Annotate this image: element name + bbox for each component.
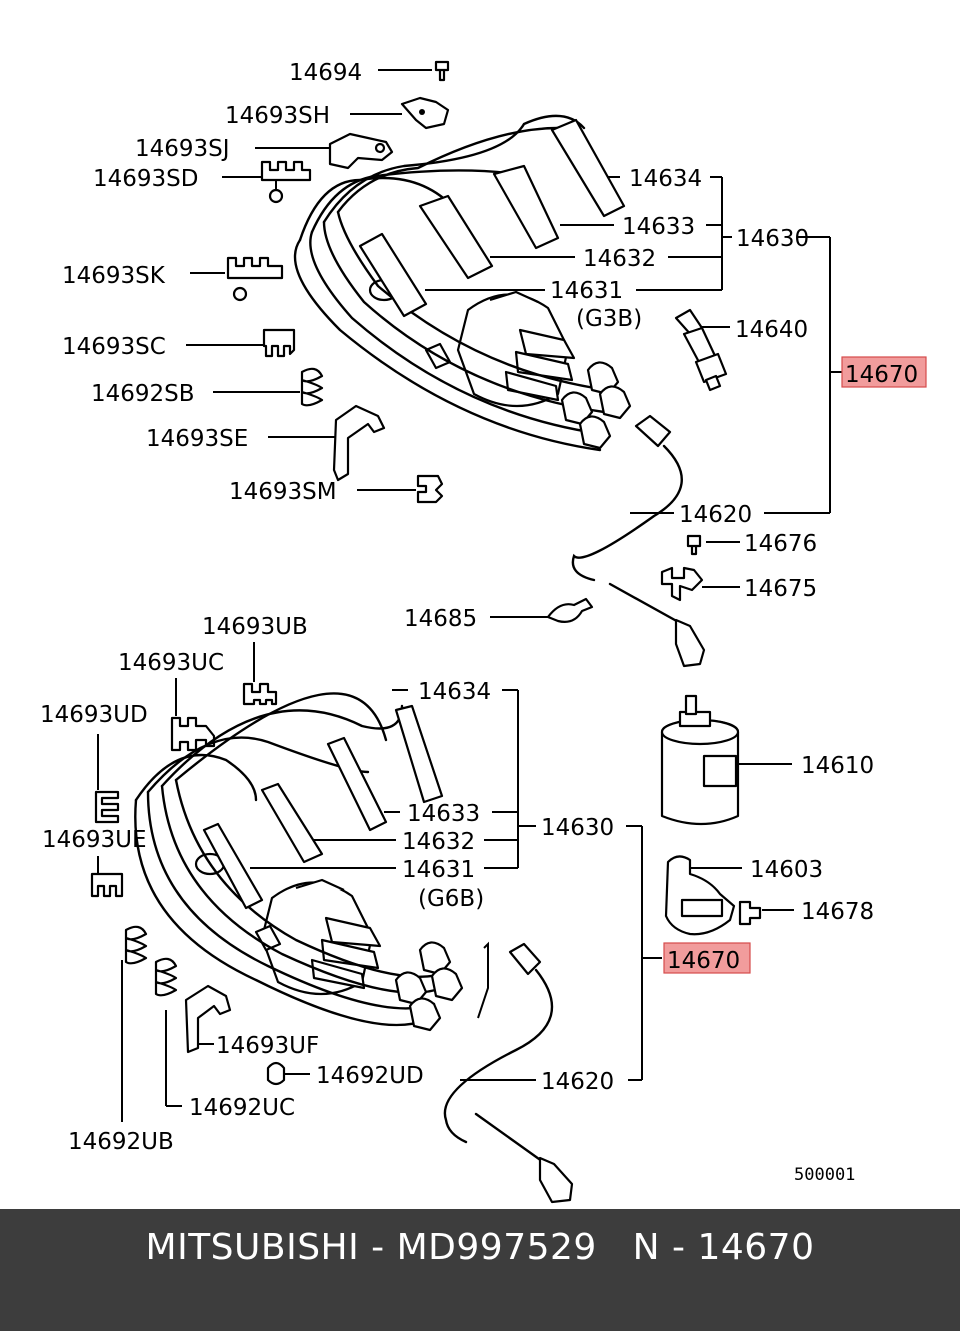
part-caption: MITSUBISHI - MD997529 N - 14670 [145,1227,815,1268]
lower-wires [134,692,574,1204]
label-14670-lower: 14670 [667,948,740,974]
label-14610: 14610 [801,753,874,779]
label-14692ud: 14692UD [316,1063,424,1089]
label-14693sc: 14693SC [62,334,166,360]
upper-clips [226,60,704,623]
label-lower-14631: 14631 [402,857,475,883]
lower-distributor [194,852,382,996]
label-g6b: (G6B) [418,886,484,912]
label-14631: 14631 [550,278,623,304]
label-14632: 14632 [583,246,656,272]
label-14675: 14675 [744,576,817,602]
label-14634: 14634 [629,166,702,192]
label-14676: 14676 [744,531,817,557]
upper-leader-lines [186,69,842,618]
reference-code: 500001 [794,1165,855,1185]
label-14694: 14694 [289,60,362,86]
label-14633: 14633 [622,214,695,240]
spark-plug [674,308,728,392]
label-14693ub: 14693UB [202,614,308,640]
label-14640: 14640 [735,317,808,343]
label-14693se: 14693SE [146,426,248,452]
label-lower-14630: 14630 [541,815,614,841]
label-14692sb: 14692SB [91,381,195,407]
label-14620: 14620 [679,502,752,528]
label-lower-14633: 14633 [407,801,480,827]
label-14692ub: 14692UB [68,1129,174,1155]
highlight-lower-14670 [663,942,751,974]
parts-diagram: 14694 14693SH 14693SJ 14693SD 14693SK 14… [40,60,927,1204]
label-14678: 14678 [801,899,874,925]
label-14603: 14603 [750,857,823,883]
label-lower-14632: 14632 [402,829,475,855]
label-14693uc: 14693UC [118,650,224,676]
label-lower-14634: 14634 [418,679,491,705]
label-14693sj: 14693SJ [135,136,230,162]
label-14670-upper: 14670 [845,362,918,388]
label-14693uf: 14693UF [216,1033,319,1059]
footer-bar: MITSUBISHI - MD997529 N - 14670 [0,1209,960,1331]
label-14693sm: 14693SM [229,479,337,505]
ignition-coil [660,694,740,826]
lower-clips [90,682,286,1086]
coil-bracket [664,855,762,936]
highlight-upper-14670 [841,356,927,388]
label-14692uc: 14692UC [189,1095,295,1121]
upper-wires [293,114,706,668]
label-14685: 14685 [404,606,477,632]
label-14693sk: 14693SK [62,263,166,289]
label-lower-14620: 14620 [541,1069,614,1095]
label-g3b: (G3B) [576,306,642,332]
label-14630: 14630 [736,226,809,252]
label-14693sh: 14693SH [225,103,330,129]
label-14693ud: 14693UD [40,702,148,728]
label-14693sd: 14693SD [93,166,198,192]
label-14693ue: 14693UE [42,827,147,853]
